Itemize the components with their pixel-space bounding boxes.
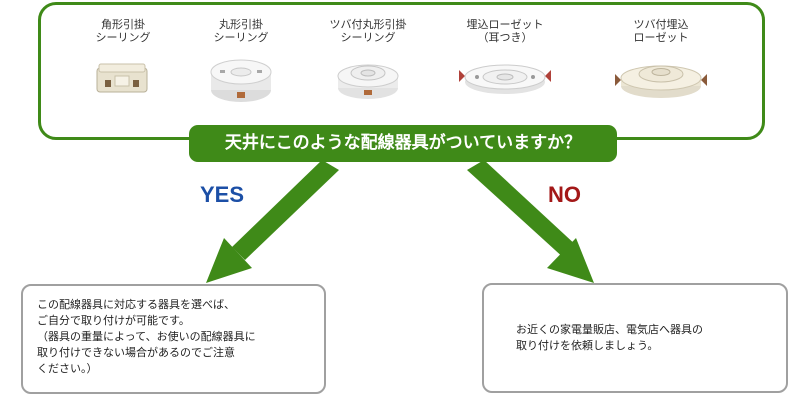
fixture-label: 丸形引掛 シーリング: [213, 18, 269, 44]
yes-label: YES: [200, 182, 245, 207]
fixture-recessed-rosette: 埋込ローゼット （耳つき）: [440, 18, 570, 100]
fixture-square-ceiling-hook: 角形引掛 シーリング: [58, 18, 188, 100]
yes-arrow: [206, 160, 339, 283]
no-label: NO: [548, 182, 581, 207]
question-banner: 天井にこのような配線器具がついていますか？: [189, 125, 617, 162]
fixture-label: ツバ付埋込 ローゼット: [633, 18, 689, 44]
flanged-round-ceiling-hook-icon: [337, 64, 399, 99]
no-arrow: [467, 160, 594, 283]
fixture-label: ツバ付丸形引掛 シーリング: [329, 18, 407, 44]
square-ceiling-hook-icon: [96, 63, 148, 93]
yes-answer-box: この配線器具に対応する器具を選べば、 ご自分で取り付けが可能です。 （器具の重量…: [21, 284, 326, 394]
fixture-label: 埋込ローゼット （耳つき）: [466, 18, 544, 44]
fixture-round-ceiling-hook: 丸形引掛 シーリング: [176, 18, 306, 104]
round-ceiling-hook-icon: [210, 59, 272, 102]
fixture-flanged-round-ceiling-hook: ツバ付丸形引掛 シーリング: [303, 18, 433, 102]
fixture-label: 角形引掛 シーリング: [95, 18, 151, 44]
no-answer-box: お近くの家電量販店、電気店へ器具の 取り付けを依頼しましょう。: [482, 283, 788, 393]
fixture-flanged-recessed-rosette: ツバ付埋込 ローゼット: [596, 18, 726, 104]
flanged-recessed-rosette-icon: [615, 65, 707, 98]
recessed-rosette-icon: [459, 64, 551, 94]
